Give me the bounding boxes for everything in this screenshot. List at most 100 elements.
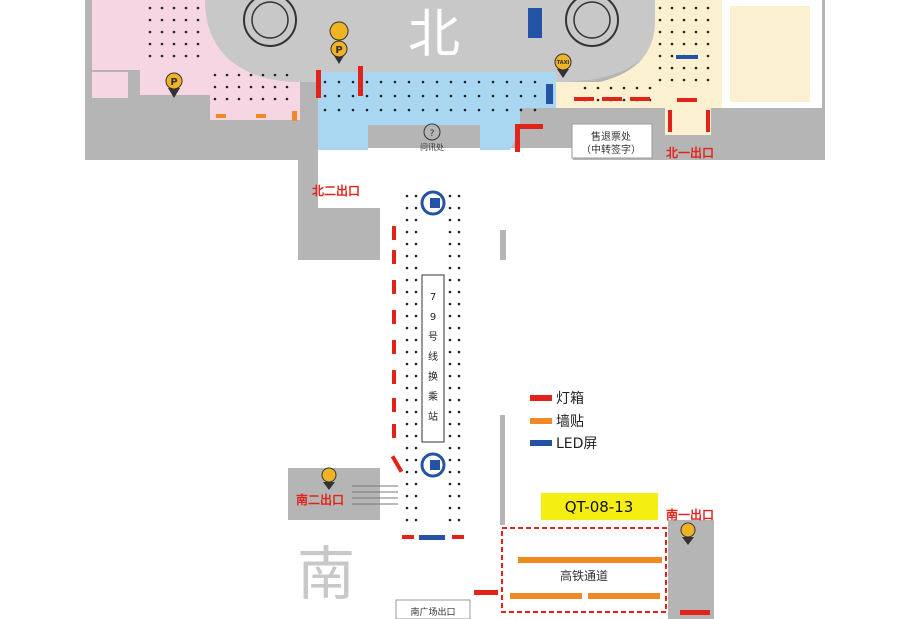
column-dot bbox=[519, 94, 523, 98]
info-desk-symbol: ? bbox=[430, 129, 435, 139]
north-direction-char: 北 bbox=[408, 5, 460, 65]
column-dot bbox=[694, 66, 698, 70]
column-dot bbox=[457, 482, 461, 486]
column-dot bbox=[414, 398, 418, 402]
column-dot bbox=[414, 494, 418, 498]
column-dot bbox=[196, 30, 200, 34]
column-dot bbox=[449, 94, 453, 98]
column-dot bbox=[435, 94, 439, 98]
column-dot bbox=[448, 518, 452, 522]
column-dot bbox=[160, 42, 164, 46]
column-dot bbox=[448, 326, 452, 330]
column-dot bbox=[670, 6, 674, 10]
column-dot bbox=[519, 108, 523, 112]
column-dot bbox=[405, 230, 409, 234]
column-dot bbox=[379, 80, 383, 84]
pink-west-area bbox=[92, 0, 300, 120]
column-dot bbox=[261, 85, 265, 89]
svg-text:P: P bbox=[170, 77, 177, 88]
column-dot bbox=[682, 30, 686, 34]
column-dot bbox=[596, 98, 600, 102]
column-dot bbox=[405, 290, 409, 294]
column-dot bbox=[405, 506, 409, 510]
column-dot bbox=[505, 80, 509, 84]
column-dot bbox=[448, 458, 452, 462]
column-dot bbox=[414, 482, 418, 486]
column-dot bbox=[337, 94, 341, 98]
column-dot bbox=[457, 434, 461, 438]
pink-annex bbox=[92, 72, 128, 98]
column-dot bbox=[505, 108, 509, 112]
parking-pin-north: P bbox=[329, 21, 349, 64]
column-dot bbox=[682, 78, 686, 82]
column-dot bbox=[448, 362, 452, 366]
column-dot bbox=[421, 80, 425, 84]
ticket-office-box bbox=[571, 123, 653, 159]
column-dot bbox=[405, 194, 409, 198]
north-plaza-gray bbox=[205, 0, 655, 82]
column-dot bbox=[196, 42, 200, 46]
column-dot bbox=[682, 66, 686, 70]
column-dot bbox=[670, 54, 674, 58]
column-dot bbox=[323, 80, 327, 84]
east-cream-block bbox=[730, 6, 810, 102]
taxi-pin-south-one bbox=[680, 522, 696, 545]
column-dots bbox=[148, 6, 710, 522]
column-dot bbox=[414, 422, 418, 426]
column-dot bbox=[457, 314, 461, 318]
column-dot bbox=[706, 18, 710, 22]
legend-swatch-wall-sticker bbox=[530, 418, 552, 424]
column-dot bbox=[505, 94, 509, 98]
column-dot bbox=[463, 80, 467, 84]
column-dot bbox=[172, 18, 176, 22]
column-dot bbox=[457, 206, 461, 210]
column-dot bbox=[184, 30, 188, 34]
column-dot bbox=[421, 108, 425, 112]
column-dot bbox=[533, 80, 537, 84]
column-dot bbox=[658, 54, 662, 58]
column-dot bbox=[414, 350, 418, 354]
south-plaza-exit-box bbox=[395, 599, 471, 619]
column-dot bbox=[160, 18, 164, 22]
column-dot bbox=[405, 410, 409, 414]
column-dot bbox=[463, 108, 467, 112]
column-dot bbox=[184, 6, 188, 10]
column-dot bbox=[694, 42, 698, 46]
column-dot bbox=[457, 494, 461, 498]
high-speed-passage-label: 高铁通道 bbox=[560, 568, 608, 583]
column-dot bbox=[670, 30, 674, 34]
column-dot bbox=[414, 326, 418, 330]
column-dot bbox=[405, 482, 409, 486]
column-dot bbox=[405, 266, 409, 270]
wall-sticker-markers bbox=[216, 111, 662, 599]
column-dot bbox=[448, 422, 452, 426]
column-dot bbox=[448, 446, 452, 450]
column-dot bbox=[477, 108, 481, 112]
column-dot bbox=[160, 30, 164, 34]
transfer-label-char: 站 bbox=[428, 410, 438, 423]
column-dot bbox=[670, 78, 674, 82]
column-dot bbox=[622, 86, 626, 90]
transfer-label-char: 7 bbox=[430, 292, 436, 303]
column-dot bbox=[635, 86, 639, 90]
north-one-exit-zone bbox=[665, 100, 711, 135]
column-dot bbox=[457, 386, 461, 390]
column-dot bbox=[682, 6, 686, 10]
column-dot bbox=[448, 350, 452, 354]
column-dot bbox=[706, 6, 710, 10]
column-dot bbox=[351, 80, 355, 84]
column-dot bbox=[405, 518, 409, 522]
plaza-circle-right-inner bbox=[573, 1, 611, 39]
column-dot bbox=[405, 218, 409, 222]
column-dot bbox=[457, 278, 461, 282]
column-dot bbox=[337, 80, 341, 84]
column-dot bbox=[172, 42, 176, 46]
column-dot bbox=[448, 194, 452, 198]
column-dot bbox=[448, 314, 452, 318]
column-dot bbox=[448, 410, 452, 414]
column-dot bbox=[435, 108, 439, 112]
svg-text:TAXI: TAXI bbox=[557, 60, 570, 66]
column-dot bbox=[609, 86, 613, 90]
column-dot bbox=[414, 446, 418, 450]
